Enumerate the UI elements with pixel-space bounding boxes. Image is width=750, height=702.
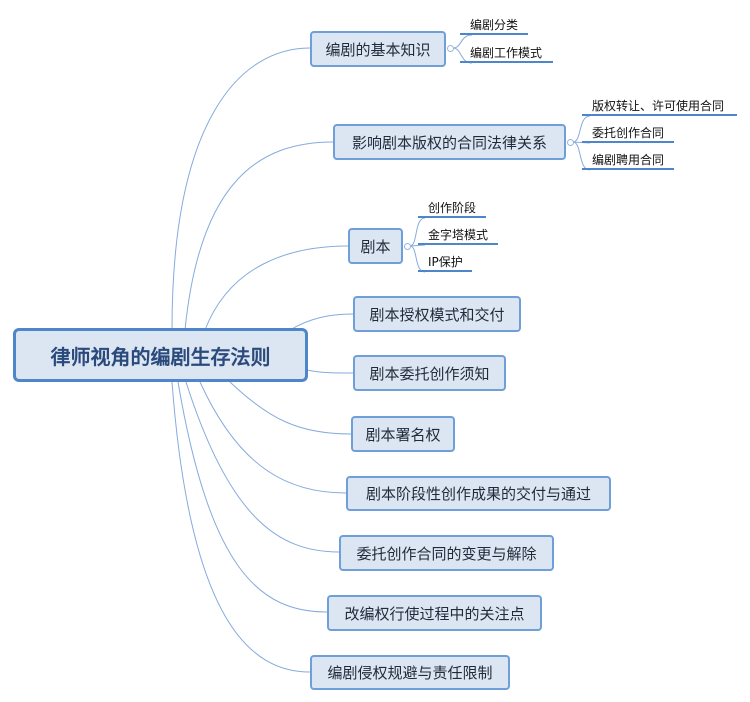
subtopic[interactable]: 编剧聘用合同 — [582, 152, 674, 170]
link-branch-8 — [185, 381, 340, 553]
subtopic[interactable]: 版权转让、许可使用合同 — [582, 98, 737, 116]
branch-authorization-delivery[interactable]: 剧本授权模式和交付 — [353, 296, 521, 332]
link-branch-1 — [171, 47, 311, 331]
link-branch-3 — [204, 245, 349, 331]
link-sub-2 — [572, 115, 591, 143]
link-branch-10 — [171, 381, 311, 673]
collapse-toggle-icon[interactable] — [404, 243, 411, 250]
branch-stage-delivery[interactable]: 剧本阶段性创作成果的交付与通过 — [346, 476, 611, 511]
subtopic[interactable]: IP保护 — [418, 254, 472, 272]
branch-script[interactable]: 剧本 — [348, 228, 403, 264]
subtopic[interactable]: 金字塔模式 — [418, 227, 498, 245]
collapse-toggle-icon[interactable] — [567, 139, 574, 146]
link-branch-7 — [199, 381, 347, 494]
subtopic[interactable]: 编剧工作模式 — [460, 45, 553, 63]
subtopic[interactable]: 编剧分类 — [460, 17, 528, 35]
link-branch-9 — [177, 381, 328, 613]
subtopic[interactable]: 创作阶段 — [418, 200, 486, 218]
link-branch-4 — [289, 313, 354, 331]
link-branch-5 — [306, 369, 354, 374]
link-sub-3 — [409, 217, 426, 247]
branch-contract-change[interactable]: 委托创作合同的变更与解除 — [339, 535, 554, 571]
link-branch-2 — [184, 141, 334, 331]
collapse-toggle-icon[interactable] — [447, 45, 454, 52]
link-branch-6 — [229, 381, 352, 435]
branch-infringement-avoidance[interactable]: 编剧侵权规避与责任限制 — [310, 655, 510, 690]
branch-adaptation-right[interactable]: 改编权行使过程中的关注点 — [327, 595, 542, 631]
branch-basic-knowledge[interactable]: 编剧的基本知识 — [310, 31, 446, 67]
branch-commission-notes[interactable]: 剧本委托创作须知 — [353, 355, 506, 391]
branch-attribution-right[interactable]: 剧本署名权 — [351, 416, 455, 452]
link-sub-1 — [452, 34, 473, 49]
branch-contract-relations[interactable]: 影响剧本版权的合同法律关系 — [333, 124, 566, 160]
root-topic[interactable]: 律师视角的编剧生存法则 — [13, 328, 308, 382]
link-sub-3b — [409, 244, 426, 247]
subtopic[interactable]: 委托创作合同 — [582, 125, 674, 143]
